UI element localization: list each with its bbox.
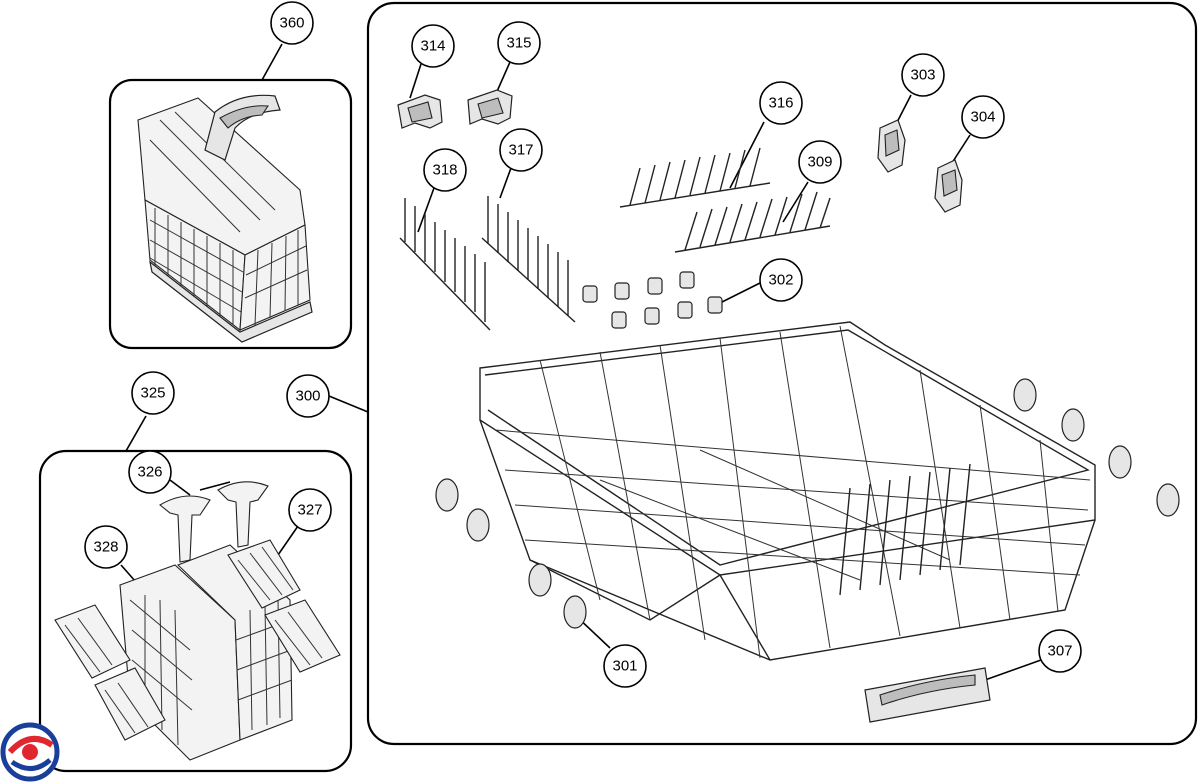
callout-328: 328 (84, 525, 128, 569)
callout-304: 304 (961, 95, 1005, 139)
callout-label-327: 327 (297, 502, 322, 519)
callout-318: 318 (423, 148, 467, 192)
callout-label-314: 314 (420, 38, 445, 55)
callout-326: 326 (128, 450, 172, 494)
callout-label-360: 360 (279, 15, 304, 32)
callout-label-301: 301 (612, 658, 637, 675)
cutlery-basket-illustration (137, 94, 313, 343)
callout-327: 327 (288, 488, 332, 532)
clip-set (582, 271, 723, 329)
callout-label-317: 317 (508, 142, 533, 159)
leader-lines (120, 43, 1042, 681)
callout-label-309: 309 (807, 154, 832, 171)
callout-302: 302 (759, 258, 803, 302)
callout-label-326: 326 (137, 464, 162, 481)
callout-315: 315 (497, 21, 541, 65)
callout-317: 317 (499, 128, 543, 172)
callout-307: 307 (1038, 629, 1082, 673)
rack-handle (864, 667, 991, 723)
callout-301: 301 (603, 644, 647, 688)
callout-325: 325 (131, 371, 175, 415)
callout-label-315: 315 (506, 35, 531, 52)
callout-316: 316 (759, 81, 803, 125)
callout-label-316: 316 (768, 95, 793, 112)
rack-clip-parts (397, 89, 513, 129)
tine-rows (399, 147, 831, 331)
frame-300 (366, 1, 1198, 746)
callout-300: 300 (286, 374, 330, 418)
hinge-parts (877, 119, 963, 213)
callout-label-328: 328 (93, 539, 118, 556)
callout-label-303: 303 (910, 67, 935, 84)
callout-label-300: 300 (295, 388, 320, 405)
frame-360 (108, 78, 353, 350)
rack-wheels (435, 378, 1180, 629)
callout-360: 360 (270, 1, 314, 45)
brand-logo (0, 722, 60, 782)
callout-label-318: 318 (432, 162, 457, 179)
cutlery-basket-kit-illustration (54, 481, 341, 761)
callout-label-325: 325 (140, 385, 165, 402)
dishrack-illustration (479, 321, 1096, 661)
callout-label-307: 307 (1047, 643, 1072, 660)
callout-label-304: 304 (970, 109, 995, 126)
callout-314: 314 (411, 24, 455, 68)
callout-309: 309 (798, 140, 842, 184)
frame-325 (38, 449, 353, 773)
callout-303: 303 (901, 53, 945, 97)
callout-label-302: 302 (768, 272, 793, 289)
